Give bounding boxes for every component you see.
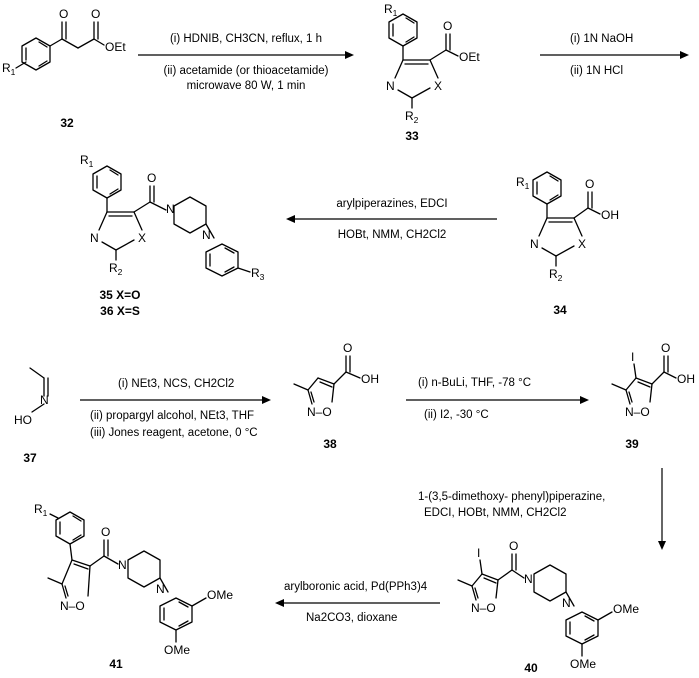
isoxazole-label: N–O: [307, 405, 332, 419]
r2-label: R2: [109, 261, 123, 277]
hydroxyl-label: OH: [677, 372, 695, 386]
compound-38: N–O O OH 38: [293, 341, 379, 451]
methoxy-label: OMe: [570, 657, 596, 671]
methoxy-label: OMe: [164, 643, 190, 657]
condition-step3-1: arylpiperazines, EDCI: [336, 198, 447, 210]
compound-37: N HO 37: [14, 367, 49, 465]
nitrogen-label: N: [118, 558, 127, 572]
condition-step4-2: (ii) propargyl alcohol, NEt3, THF: [90, 410, 254, 422]
nitrogen-label: N: [90, 231, 99, 245]
condition-step7-2: Na2CO3, dioxane: [306, 612, 397, 624]
nitrogen-label: N: [386, 79, 395, 93]
condition-step4-3: (iii) Jones reagent, acetone, 0 °C: [90, 427, 258, 439]
condition-step1-3: microwave 80 W, 1 min: [187, 80, 306, 92]
arrow-step-7: arylboronic acid, Pd(PPh3)4 Na2CO3, diox…: [275, 581, 440, 624]
condition-step1-1: (i) HDNIB, CH3CN, reflux, 1 h: [170, 33, 322, 45]
condition-step4-1: (i) NEt3, NCS, CH2Cl2: [118, 378, 234, 390]
r2-label: R2: [405, 109, 419, 125]
oxygen-label: O: [91, 7, 100, 21]
condition-step2-2: (ii) 1N HCl: [570, 65, 623, 77]
label-40: 40: [524, 661, 538, 675]
nitrogen-label: N: [156, 582, 165, 596]
isoxazole-label: N–O: [625, 405, 650, 419]
arrow-step-3: arylpiperazines, EDCI HOBt, NMM, CH2Cl2: [286, 198, 497, 241]
label-41: 41: [109, 657, 123, 671]
nitrogen-label: N: [166, 202, 175, 216]
label-37: 37: [23, 451, 37, 465]
x-label: X: [138, 231, 146, 245]
arrow-step-2: (i) 1N NaOH (ii) 1N HCl: [540, 33, 689, 77]
isoxazole-label: N–O: [60, 599, 85, 613]
r1-label: R1: [34, 502, 48, 518]
nitrogen-label: N: [202, 228, 211, 242]
nitrogen-label: N: [40, 393, 49, 407]
oxygen-label: O: [443, 19, 452, 33]
methoxy-label: OMe: [613, 602, 639, 616]
oxygen-label: O: [509, 539, 518, 553]
condition-step6-1: 1-(3,5-dimethoxy- phenyl)piperazine,: [418, 491, 605, 503]
r1-label: R1: [516, 175, 530, 191]
label-32: 32: [60, 116, 74, 130]
condition-step2-1: (i) 1N NaOH: [570, 33, 633, 45]
x-label: X: [434, 79, 442, 93]
oxygen-label: O: [147, 171, 156, 185]
isoxazole-label: N–O: [471, 601, 496, 615]
oxygen-label: O: [343, 341, 352, 355]
arrow-step-5: (i) n-BuLi, THF, -78 °C (ii) I2, -30 °C: [406, 377, 589, 421]
compound-40: I N–O O N N OMe OMe 40: [457, 539, 639, 675]
methoxy-label: OMe: [207, 588, 233, 602]
hydroxyl-label: OH: [601, 208, 619, 222]
oxygen-label: O: [101, 525, 110, 539]
compound-32: O O OEt R1 32: [2, 7, 126, 130]
condition-step6-2: EDCI, HOBt, NMM, CH2Cl2: [424, 507, 567, 519]
label-38: 38: [323, 437, 337, 451]
r2-label: R2: [549, 267, 563, 283]
condition-step1-2: (ii) acetamide (or thioacetamide): [164, 65, 329, 77]
arrow-step-1: (i) HDNIB, CH3CN, reflux, 1 h (ii) aceta…: [138, 33, 354, 92]
oxygen-label: O: [585, 177, 594, 191]
ester-label: OEt: [459, 50, 480, 64]
nitrogen-label: N: [524, 572, 533, 586]
r1-label: R1: [80, 153, 94, 169]
oxygen-label: O: [661, 341, 670, 355]
label-34: 34: [553, 303, 567, 317]
hydroxyl-label: HO: [14, 413, 32, 427]
condition-step3-2: HOBt, NMM, CH2Cl2: [338, 229, 447, 241]
oxygen-label: O: [59, 7, 68, 21]
label-33: 33: [405, 129, 419, 143]
label-35: 35 X=O: [99, 288, 140, 302]
compound-39: I N–O O OH 39: [611, 341, 695, 451]
label-39: 39: [625, 437, 639, 451]
compound-41: R1 N–O O N N OMe OMe 41: [34, 502, 233, 671]
compound-34: R1 O OH N X R2 34: [516, 171, 619, 317]
compound-33: R1 O OEt N X R2 33: [384, 2, 480, 143]
condition-step7-1: arylboronic acid, Pd(PPh3)4: [284, 581, 428, 593]
condition-step5-2: (ii) I2, -30 °C: [424, 409, 489, 421]
iodine-label: I: [477, 546, 480, 560]
condition-step5-1: (i) n-BuLi, THF, -78 °C: [418, 377, 531, 389]
nitrogen-label: N: [530, 237, 539, 251]
iodine-label: I: [631, 350, 634, 364]
r1-label: R1: [384, 2, 398, 18]
nitrogen-label: N: [562, 596, 571, 610]
arrow-step-4: (i) NEt3, NCS, CH2Cl2 (ii) propargyl alc…: [80, 378, 271, 439]
r1-label: R1: [2, 61, 16, 77]
r3-label: R3: [251, 266, 265, 282]
hydroxyl-label: OH: [361, 372, 379, 386]
x-label: X: [578, 237, 586, 251]
arrow-step-6: 1-(3,5-dimethoxy- phenyl)piperazine, EDC…: [418, 468, 666, 550]
ester-label: OEt: [105, 40, 126, 54]
compound-35-36: R1 O N N N X R2 R3 35 X=O 36 X=S: [80, 153, 265, 318]
label-36: 36 X=S: [100, 304, 140, 318]
